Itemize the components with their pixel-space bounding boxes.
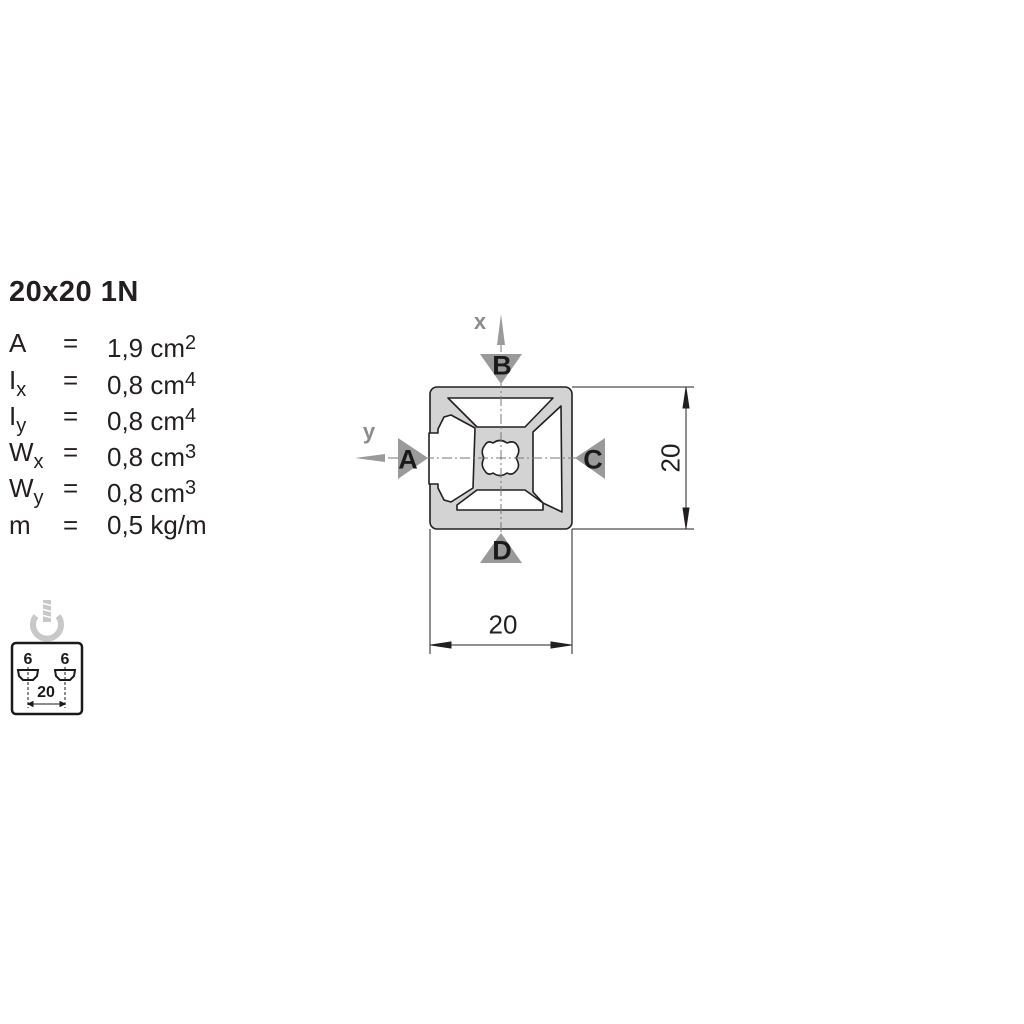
marker-d-icon — [480, 533, 522, 563]
marker-a-icon — [398, 438, 428, 479]
property-value: 0,8 cm — [107, 370, 186, 400]
property-exp: 4 — [185, 369, 197, 391]
height-dimension: 20 — [655, 443, 686, 473]
property-value: 0,8 cm — [107, 478, 186, 508]
side-label-c: C — [583, 444, 603, 475]
marker-c-icon — [575, 438, 605, 479]
screw-icon — [30, 600, 64, 642]
width-dimension: 20 — [488, 609, 518, 640]
property-symbol: I — [9, 365, 17, 395]
side-label-b: B — [492, 350, 512, 381]
property-exp: 4 — [185, 405, 197, 427]
property-symbol: W — [9, 473, 34, 503]
property-sub: y — [33, 487, 44, 509]
property-value: 1,9 cm — [107, 333, 186, 363]
property-value: 0,8 cm — [107, 406, 186, 436]
property-eq: = — [63, 365, 79, 395]
right-cavity — [532, 405, 563, 513]
property-symbol: A — [9, 328, 27, 358]
axis-x-label: x — [473, 309, 487, 334]
property-symbol: m — [9, 510, 31, 540]
x-axis-arrow-icon — [497, 314, 505, 345]
property-eq: = — [63, 473, 79, 503]
top-cavity — [447, 397, 554, 428]
axis-y-label: y — [362, 419, 376, 444]
property-exp: 2 — [185, 332, 197, 354]
dimension-lines — [429, 386, 694, 654]
property-eq: = — [63, 510, 79, 540]
marker-b-icon — [480, 354, 522, 384]
property-symbol: I — [9, 401, 17, 431]
slot-icon-left-size: 6 — [23, 651, 33, 668]
property-value: 0,5 kg/m — [107, 510, 207, 540]
property-exp: 3 — [185, 441, 197, 463]
property-sub: y — [16, 415, 27, 437]
property-symbol: W — [9, 437, 34, 467]
slot-icon-right-size: 6 — [60, 651, 70, 668]
property-value: 0,8 cm — [107, 442, 186, 472]
y-axis-arrow-icon — [355, 454, 385, 462]
side-label-d: D — [492, 535, 512, 566]
property-eq: = — [63, 401, 79, 431]
property-eq: = — [63, 328, 79, 358]
side-label-a: A — [398, 444, 418, 475]
property-sub: x — [16, 379, 27, 401]
property-eq: = — [63, 437, 79, 467]
property-sub: x — [33, 451, 44, 473]
bottom-cavity — [456, 489, 544, 511]
property-exp: 3 — [185, 477, 197, 499]
slot-icon-spacing: 20 — [37, 684, 55, 701]
slot-icon — [10, 641, 84, 716]
profile-title: 20x20 1N — [9, 276, 139, 308]
